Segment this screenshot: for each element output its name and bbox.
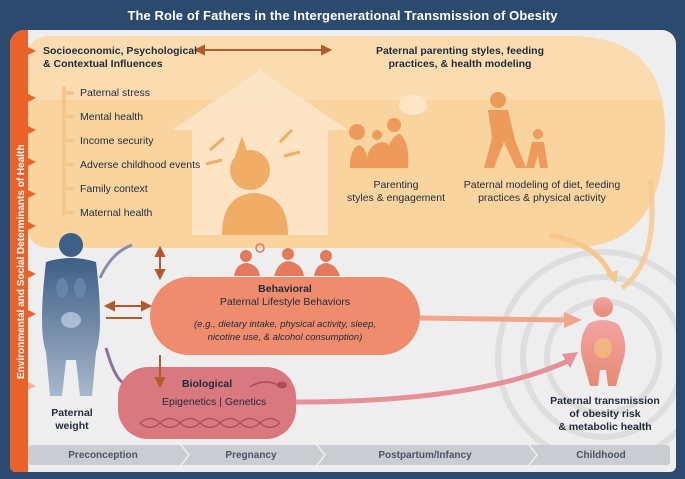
behavioral-examples-line1: (e.g., dietary intake, physical activity… (194, 319, 376, 330)
timeline-stage: Childhood (576, 449, 626, 461)
contextual-item: Mental health (80, 111, 144, 123)
context-to-parenting-arrow (193, 44, 333, 56)
parenting-heading-line1: Paternal parenting styles, feeding (375, 45, 545, 57)
contextual-item: Adverse childhood events (80, 159, 201, 171)
parenting-heading-line2: practices, & health modeling (388, 58, 532, 70)
behavioral-subheading: Paternal Lifestyle Behaviors (219, 296, 351, 308)
child-outcome-line3: & metabolic health (558, 421, 652, 433)
paternal-weight-line2: weight (55, 420, 89, 432)
behavioral-heading: Behavioral (258, 283, 312, 295)
parenting-to-child-arrow (620, 179, 655, 291)
context-to-child-arrow (549, 232, 615, 279)
timeline-stage: Pregnancy (225, 449, 277, 461)
contextual-item: Income security (80, 135, 154, 147)
child-outcome-line2: of obesity risk (569, 408, 641, 420)
modeling-icon (484, 92, 548, 168)
paternal-modeling-line2: practices & physical activity (478, 192, 606, 204)
child-outcome-label: Paternal transmission of obesity risk & … (540, 395, 670, 434)
diagram-panel: Environmental and Social Determinants of… (10, 30, 676, 472)
father-connectors (103, 245, 166, 389)
father-to-behavioral-curve (98, 243, 133, 279)
diagram-artwork (10, 30, 676, 472)
father-to-biological-curve (104, 347, 124, 384)
parenting-heading: Paternal parenting styles, feeding pract… (350, 45, 570, 71)
behavioral-box (150, 277, 420, 355)
biological-to-child-arrow (295, 352, 578, 405)
dna-icon (139, 417, 281, 429)
side-arrows (28, 47, 36, 390)
side-label: Environmental and Social Determinants of… (16, 144, 27, 380)
paternal-weight-label: Paternal weight (32, 407, 112, 433)
house-icon (172, 70, 348, 235)
biological-subheading: Epigenetics | Genetics (162, 396, 267, 408)
contextual-heading: Socioeconomic, Psychological & Contextua… (43, 45, 197, 71)
contextual-bracket (62, 86, 74, 216)
biological-heading: Biological (182, 378, 233, 390)
contextual-item: Maternal health (80, 207, 153, 219)
behavioral-to-child-arrow (419, 312, 582, 328)
parenting-icon (349, 95, 427, 168)
side-band (10, 30, 28, 472)
child-outcome-line1: Paternal transmission (550, 395, 660, 407)
lifestyle-icons (234, 243, 340, 276)
timeline-stage: Preconception (68, 449, 138, 461)
child-figure-icon (580, 297, 626, 386)
parenting-styles-line1: Parenting (373, 179, 419, 191)
father-figure-icon (42, 233, 100, 396)
timeline-bar (28, 445, 670, 465)
figure-title: The Role of Fathers in the Intergenerati… (127, 7, 558, 23)
sperm-icon (249, 381, 279, 388)
behavioral-examples: (e.g., dietary intake, physical activity… (150, 318, 420, 344)
contextual-item: Paternal stress (80, 87, 151, 99)
contextual-heading-line2: & Contextual Influences (43, 58, 163, 70)
parenting-styles-label: Parenting styles & engagement (336, 179, 456, 205)
paternal-weight-line1: Paternal (51, 407, 93, 419)
paternal-modeling-label: Paternal modeling of diet, feeding pract… (442, 179, 642, 205)
stressed-person-icon (205, 128, 301, 235)
contextual-item: Family context (80, 183, 148, 195)
behavioral-examples-line2: nicotine use, & alcohol consumption) (207, 332, 363, 343)
timeline-stage: Postpartum/Infancy (378, 449, 472, 461)
parenting-styles-line2: styles & engagement (346, 192, 446, 204)
paternal-modeling-line1: Paternal modeling of diet, feeding (463, 179, 621, 191)
contextual-heading-line1: Socioeconomic, Psychological (43, 45, 198, 57)
